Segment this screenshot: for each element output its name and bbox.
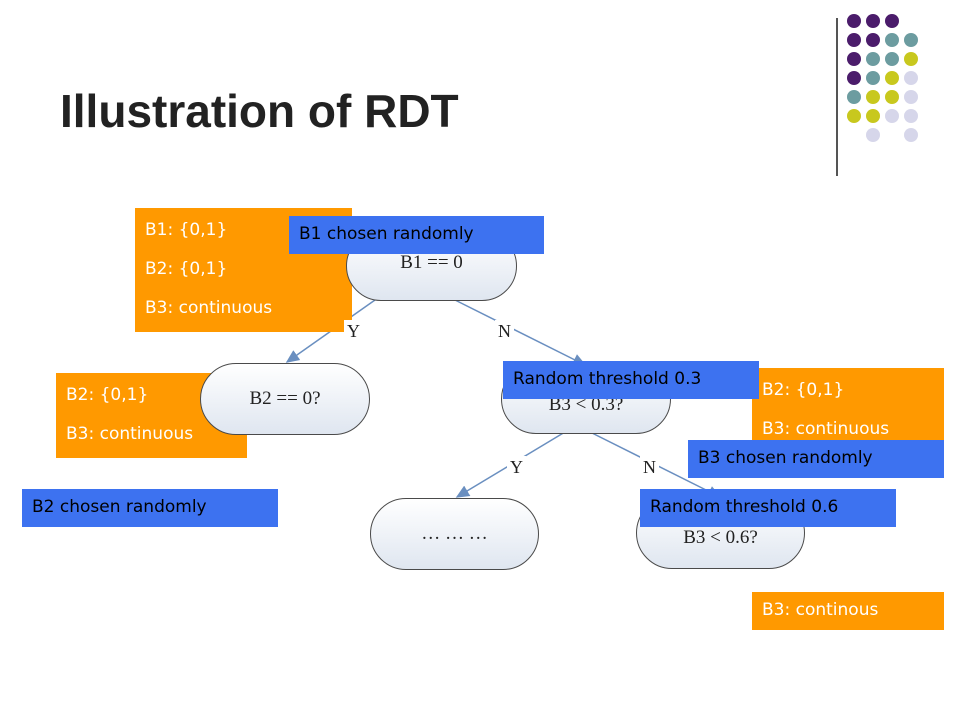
decorative-dot xyxy=(866,52,880,66)
decorative-dot xyxy=(866,128,880,142)
decorative-dot xyxy=(885,71,899,85)
callout-b1-chosen: B1 chosen randomly xyxy=(289,216,544,254)
decorative-dot xyxy=(847,52,861,66)
attribute-line: B3: continuous xyxy=(66,424,194,444)
callout-b2-chosen: B2 chosen randomly xyxy=(22,489,278,527)
attribute-line: B2: {0,1} xyxy=(66,385,149,405)
decorative-dot xyxy=(847,14,861,28)
node-label: B3 < 0.3? xyxy=(548,394,624,415)
decorative-dot xyxy=(904,128,918,142)
decorative-dot xyxy=(885,109,899,123)
callout-threshold-06: Random threshold 0.6 xyxy=(640,489,896,527)
attribute-line: B1: {0,1} xyxy=(145,220,228,240)
callout-threshold-03: Random threshold 0.3 xyxy=(503,361,759,399)
tree-node-left: B2 == 0? xyxy=(200,363,370,435)
decorative-dot xyxy=(904,109,918,123)
decorative-dot-grid xyxy=(847,14,918,142)
decorative-dot xyxy=(866,71,880,85)
slide-title: Illustration of RDT xyxy=(60,85,459,137)
edge-root-right xyxy=(454,299,587,366)
decorative-dot xyxy=(866,90,880,104)
decorative-dot xyxy=(866,109,880,123)
edge-label-no: N xyxy=(495,320,514,342)
decorative-dot xyxy=(904,33,918,47)
attribute-box-bottom: B3: continous xyxy=(752,592,944,630)
decorative-dot xyxy=(847,33,861,47)
node-label: … … … xyxy=(421,523,488,544)
decorative-dot xyxy=(847,90,861,104)
attribute-line: B3: continuous xyxy=(762,419,890,439)
edge-label-yes: Y xyxy=(344,320,363,342)
decorative-dot xyxy=(904,71,918,85)
tree-node-left-child: … … … xyxy=(370,498,539,570)
decorative-dot xyxy=(904,90,918,104)
decorative-dot xyxy=(885,52,899,66)
decorative-dot xyxy=(847,71,861,85)
decorative-dot xyxy=(885,33,899,47)
node-label: B1 == 0 xyxy=(400,252,463,273)
edge-label-yes: Y xyxy=(507,456,526,478)
attribute-line: B3: continous xyxy=(762,600,879,620)
divider-line xyxy=(836,18,838,176)
decorative-dot xyxy=(885,90,899,104)
decorative-dot xyxy=(885,14,899,28)
node-label: B2 == 0? xyxy=(249,388,321,409)
attribute-line: B2: {0,1} xyxy=(145,259,228,279)
attribute-box-right: B2: {0,1} B3: continuous xyxy=(752,368,944,448)
attribute-line: B2: {0,1} xyxy=(762,380,845,400)
node-label: B3 < 0.6? xyxy=(683,527,758,548)
callout-b3-chosen: B3 chosen randomly xyxy=(688,440,944,478)
edge-label-no: N xyxy=(640,456,659,478)
decorative-dot xyxy=(904,52,918,66)
decorative-dot xyxy=(847,109,861,123)
decorative-dot xyxy=(866,14,880,28)
decorative-dot xyxy=(866,33,880,47)
attribute-line: B3: continuous xyxy=(145,298,273,318)
